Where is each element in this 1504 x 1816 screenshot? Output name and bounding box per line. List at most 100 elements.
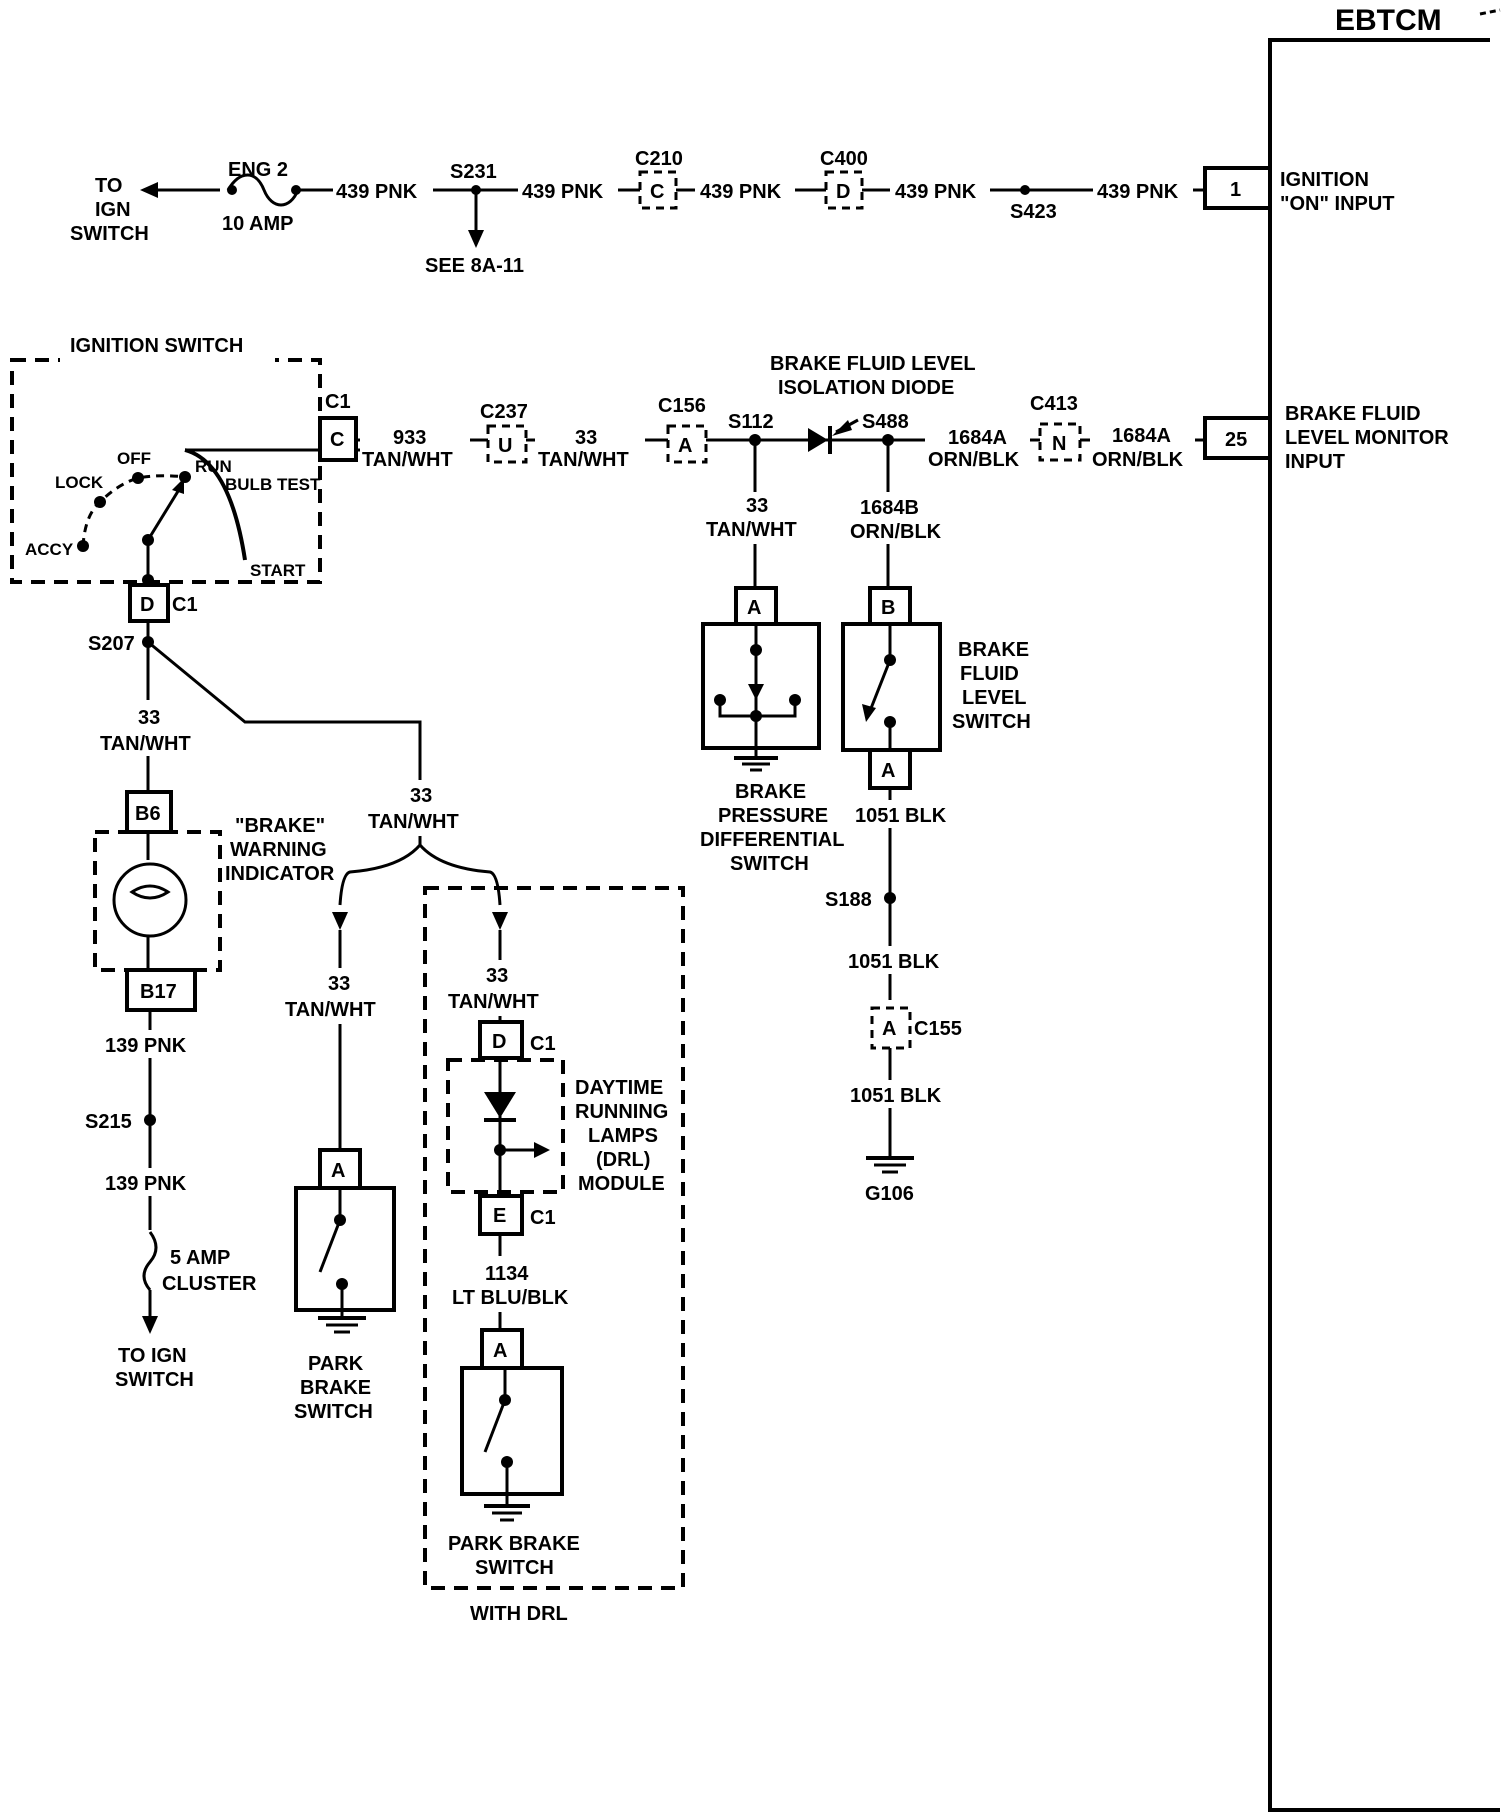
pos-bulb-test: BULB TEST bbox=[225, 475, 321, 494]
drl-c1-bottom: C1 bbox=[530, 1207, 556, 1229]
wire-439-4: 439 PNK bbox=[895, 181, 977, 203]
wire-1051-2: 1051 BLK bbox=[848, 951, 940, 973]
drl-park-switch-body bbox=[460, 1366, 564, 1496]
park-label-3: SWITCH bbox=[294, 1401, 373, 1423]
wire-439-3: 439 PNK bbox=[700, 181, 782, 203]
ebtcm-module: EBTCM 1 IGNITION "ON" INPUT 25 BRAKE FLU… bbox=[1203, 4, 1501, 1812]
wiper-arrow-icon bbox=[172, 478, 184, 494]
c400-label: C400 bbox=[820, 148, 868, 170]
wire-139-1: 139 PNK bbox=[105, 1035, 187, 1057]
pos-run: RUN bbox=[195, 457, 232, 476]
drl-arrow-icon bbox=[492, 912, 508, 930]
c156-label: C156 bbox=[658, 395, 706, 417]
drl-diode-icon bbox=[484, 1092, 516, 1118]
pin-b17: B17 bbox=[140, 981, 177, 1003]
wire-1684a-1-color: ORN/BLK bbox=[928, 449, 1020, 471]
drl-c1-top: C1 bbox=[530, 1033, 556, 1055]
drl-pin-d: D bbox=[492, 1031, 506, 1053]
fluid-label-3: LEVEL bbox=[962, 687, 1026, 709]
park-main-wire-num: 33 bbox=[410, 785, 432, 807]
ground-g106: G106 bbox=[865, 1183, 914, 1205]
drl-module-outline bbox=[446, 1058, 565, 1194]
fluid-label-4: SWITCH bbox=[952, 711, 1031, 733]
wire-139-2: 139 PNK bbox=[105, 1173, 187, 1195]
pressure-label-4: SWITCH bbox=[730, 853, 809, 875]
c413-label: C413 bbox=[1030, 393, 1078, 415]
pressure-label-1: BRAKE bbox=[735, 781, 806, 803]
wire-1051-1: 1051 BLK bbox=[855, 805, 947, 827]
fluid-pin-a: A bbox=[881, 760, 895, 782]
splice-s423: S423 bbox=[1010, 201, 1057, 223]
connector-c210 bbox=[638, 170, 678, 210]
fluid-label-1: BRAKE bbox=[958, 639, 1029, 661]
arrow-left-icon bbox=[140, 182, 158, 198]
arrow-down-icon-2 bbox=[142, 1316, 158, 1334]
fuse-10amp: 10 AMP bbox=[222, 213, 294, 235]
indicator-label-2: WARNING bbox=[230, 839, 327, 861]
indicator-label-3: INDICATOR bbox=[225, 863, 335, 885]
park-label-1: PARK bbox=[308, 1353, 364, 1375]
wire-1684a-2-num: 1684A bbox=[1112, 425, 1171, 447]
fluid-wire-num: 1684B bbox=[860, 497, 919, 519]
wire-439-1: 439 PNK bbox=[336, 181, 418, 203]
pos-start: START bbox=[250, 561, 306, 580]
diode-label-2: ISOLATION DIODE bbox=[778, 377, 954, 399]
with-drl-label: WITH DRL bbox=[470, 1603, 568, 1625]
park-brake-branch: 33 TAN/WHT 33 TAN/WHT A PARK BRAKE SWITC… bbox=[147, 640, 508, 1423]
wire-1134-color: LT BLU/BLK bbox=[452, 1287, 569, 1309]
pin-1-box bbox=[1203, 166, 1272, 210]
to-ign-switch-1: TO IGN bbox=[118, 1345, 187, 1367]
brake-pressure-switch: 33 TAN/WHT A BRAKE PRESSURE DIFFERENTIAL… bbox=[700, 440, 844, 875]
park-arrow-icon bbox=[332, 912, 348, 930]
fluid-monitor-label-2: LEVEL MONITOR bbox=[1285, 427, 1449, 449]
drl-pin-a: A bbox=[493, 1340, 507, 1362]
bulb-icon bbox=[112, 862, 188, 938]
fluid-monitor-label-3: INPUT bbox=[1285, 451, 1345, 473]
splice-s188: S188 bbox=[825, 889, 872, 911]
wire-1134-num: 1134 bbox=[485, 1263, 529, 1285]
to-ign-3: SWITCH bbox=[70, 223, 149, 245]
pressure-pin-a: A bbox=[747, 597, 761, 619]
park-switch-body bbox=[294, 1186, 396, 1312]
splice-s112: S112 bbox=[728, 411, 774, 433]
c237-label: C237 bbox=[480, 401, 528, 423]
fluid-label-2: FLUID bbox=[960, 663, 1019, 685]
ebtcm-title: EBTCM bbox=[1335, 4, 1442, 37]
ignition-feed-circuit: TO IGN SWITCH ENG 2 10 AMP 439 PNK S231 … bbox=[70, 148, 1205, 277]
pressure-wire-color: TAN/WHT bbox=[706, 519, 797, 541]
c155-label: C155 bbox=[914, 1018, 962, 1040]
to-ign-1: TO bbox=[95, 175, 122, 197]
c155-pin: A bbox=[882, 1018, 896, 1040]
connector-c400 bbox=[824, 170, 864, 210]
fluid-pin-b: B bbox=[881, 597, 895, 619]
fluid-wire-color: ORN/BLK bbox=[850, 521, 942, 543]
pin-b6: B6 bbox=[135, 803, 161, 825]
pin-25: 25 bbox=[1225, 429, 1247, 451]
fuse-cluster-icon bbox=[142, 1231, 158, 1291]
pin-1: 1 bbox=[1230, 179, 1241, 201]
pos-lock: LOCK bbox=[55, 473, 104, 492]
pin-25-box bbox=[1203, 416, 1272, 460]
wire-1684a-1-num: 1684A bbox=[948, 427, 1007, 449]
pos-off: OFF bbox=[117, 449, 151, 468]
to-ign-switch-2: SWITCH bbox=[115, 1369, 194, 1391]
ign-pin-c-box bbox=[318, 416, 358, 462]
fuse-icon bbox=[226, 173, 300, 207]
ignition-switch: IGNITION SWITCH ACCY LOCK OFF RUN BULB T… bbox=[10, 332, 360, 623]
park-wire-color: TAN/WHT bbox=[285, 999, 376, 1021]
drl-module-5: MODULE bbox=[578, 1173, 665, 1195]
park-label-2: BRAKE bbox=[300, 1377, 371, 1399]
fuse-5amp: 5 AMP bbox=[170, 1247, 230, 1269]
park-pin-a: A bbox=[331, 1160, 345, 1182]
park-main-wire-color: TAN/WHT bbox=[368, 811, 459, 833]
warning-indicator-branch: S207 33 TAN/WHT B6 "BRAKE" WARNING INDIC… bbox=[85, 621, 335, 1391]
ignition-switch-outline bbox=[10, 358, 322, 584]
left-wire-num: 33 bbox=[138, 707, 160, 729]
ign-c1-bottom: C1 bbox=[172, 594, 198, 616]
ignition-on-label-2: "ON" INPUT bbox=[1280, 193, 1395, 215]
c210-pin: C bbox=[650, 181, 664, 203]
ign-c1-top: C1 bbox=[325, 391, 351, 413]
ign-pin-d: D bbox=[140, 594, 154, 616]
connector-c237 bbox=[486, 424, 528, 464]
